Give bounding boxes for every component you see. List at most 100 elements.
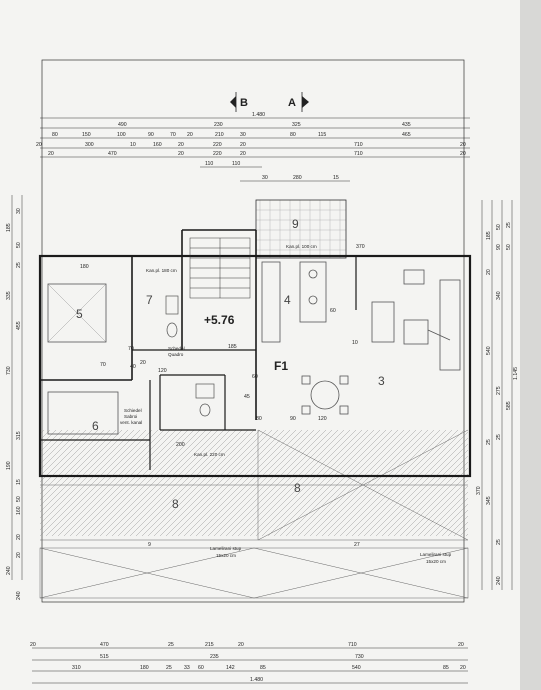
top-dimension-texts: 1.480 490 230 325 435 80 150 100 90 70 2…: [36, 112, 466, 181]
schedel-mid-1: Schiedel: [124, 408, 142, 413]
room-5-label: 5: [76, 307, 83, 321]
right-dimensions: [481, 200, 513, 590]
dimension-t5g: 20: [460, 151, 466, 157]
dimension-i9: 45: [244, 394, 250, 400]
dimension-r5: 50: [506, 244, 512, 250]
dimension-b3d: 33: [184, 665, 190, 671]
dimension-l14: 335: [6, 291, 12, 300]
dimension-l3: 455: [16, 321, 22, 330]
section-marker-b: B: [230, 92, 248, 112]
room-9-label: 9: [292, 217, 299, 231]
dimension-r13: 370: [476, 486, 482, 495]
bed-room-5: [47, 283, 107, 343]
sheet-frame: [41, 59, 465, 603]
dimension-b1d: 215: [205, 642, 214, 648]
dimension-t7a: 30: [262, 175, 268, 181]
bottom-dimensions: [32, 647, 468, 684]
dimension-t3j: 115: [318, 132, 326, 138]
room-4-label: 4: [284, 293, 291, 307]
dimension-b2a: 515: [100, 654, 109, 660]
axis-f1: F1: [274, 359, 288, 373]
dimension-t3d: 90: [148, 132, 154, 138]
dimension-t4i: 20: [460, 142, 466, 148]
right-dimension-texts: 185 50 25 90 50 340 540 275 585 20 25 25…: [476, 222, 519, 585]
dimension-i6: 70: [100, 362, 106, 368]
dimension-t3e: 70: [170, 132, 176, 138]
dining-table: [301, 375, 349, 415]
dimension-i5: 40: [130, 364, 136, 370]
dimension-l10: 190: [6, 461, 12, 470]
dimension-r10: 20: [486, 269, 492, 275]
stup-left-1: Lamelirani stup: [210, 546, 242, 551]
dimension-t5d: 220: [213, 151, 222, 157]
dimension-l7: 730: [6, 366, 12, 375]
dimension-t5c: 20: [178, 151, 184, 157]
dimension-i10: 80: [256, 416, 262, 422]
dimension-b3i: 85: [443, 665, 449, 671]
dimension-i4: 185: [228, 344, 237, 350]
kitchen-units: [261, 261, 327, 343]
living-furniture: [371, 269, 461, 371]
terrace-hatch: [40, 430, 468, 536]
dimension-t3f: 20: [187, 132, 193, 138]
dimension-i7: 120: [158, 368, 167, 374]
dimension-t7b: 280: [293, 175, 302, 181]
dimension-i1: 180: [80, 264, 89, 270]
stup-right-2: 15x20 cm: [426, 559, 446, 564]
dimension-t2d: 435: [402, 122, 411, 128]
dimension-t2b: 230: [214, 122, 223, 128]
stairs: [189, 237, 251, 299]
dimension-t1: 1.480: [252, 112, 265, 118]
room-7-label: 7: [146, 293, 153, 307]
dimension-t3a: 80: [52, 132, 58, 138]
dimension-t5e: 20: [240, 151, 246, 157]
walls: [38, 229, 472, 478]
floor-level: +5.76: [204, 313, 235, 327]
dimension-t3h: 30: [240, 132, 246, 138]
dimension-l2: 50: [16, 242, 22, 248]
dimension-b3g: 85: [260, 665, 266, 671]
dimension-t6a: 110: [205, 161, 213, 167]
dimension-b4: 1.480: [250, 677, 263, 683]
dimension-t4h: 710: [354, 142, 363, 148]
dimension-t4g: 20: [240, 142, 246, 148]
left-dimension-texts: 185 50 455 315 160 240 730 30 25 190 15 …: [6, 208, 22, 600]
dimension-r7: 540: [486, 346, 492, 355]
dimension-t5f: 710: [354, 151, 363, 157]
dimension-l1: 185: [6, 223, 12, 232]
dimension-b3c: 25: [166, 665, 172, 671]
schedel-mid-3: vent. kanal: [120, 420, 142, 425]
dimension-i15: 10: [352, 340, 358, 346]
dimension-t3k: 465: [402, 132, 411, 138]
dimension-t4f: 220: [213, 142, 222, 148]
dimension-t3i: 80: [290, 132, 296, 138]
bottom-dimension-texts: 20 470 25 215 20 710 20 515 235 730 310 …: [30, 642, 466, 683]
dimension-l11: 15: [16, 479, 22, 485]
dimension-r16: 240: [496, 576, 502, 585]
dimension-r2: 50: [496, 224, 502, 230]
dimension-t6b: 110: [232, 161, 240, 167]
dimension-l15: 20: [16, 552, 22, 558]
dimension-i12: 120: [318, 416, 327, 422]
left-dimensions: [11, 195, 23, 580]
dimension-b3e: 60: [198, 665, 204, 671]
bed-room-6: [47, 391, 119, 435]
dimension-t4b: 300: [85, 142, 94, 148]
dimension-t7c: 15: [333, 175, 339, 181]
schedel-mid-2: Sabroi: [124, 414, 137, 419]
room-9-tiles: [255, 199, 347, 259]
dimension-t2a: 490: [118, 122, 127, 128]
dimension-t4d: 160: [153, 142, 162, 148]
schedel-top-2: Quadro: [168, 352, 184, 357]
dimension-l4: 315: [16, 431, 22, 440]
dimension-t4a: 20: [36, 142, 42, 148]
section-a-label: A: [288, 97, 296, 109]
dimension-b3h: 540: [352, 665, 361, 671]
dimension-i17: 27: [354, 542, 360, 548]
kanal-r9: Kan.pl. 100 cm: [286, 244, 317, 249]
dimension-r14: 345: [486, 496, 492, 505]
scan-edge: [520, 0, 541, 690]
room-8a-label: 8: [172, 497, 179, 511]
dimension-i11: 90: [290, 416, 296, 422]
